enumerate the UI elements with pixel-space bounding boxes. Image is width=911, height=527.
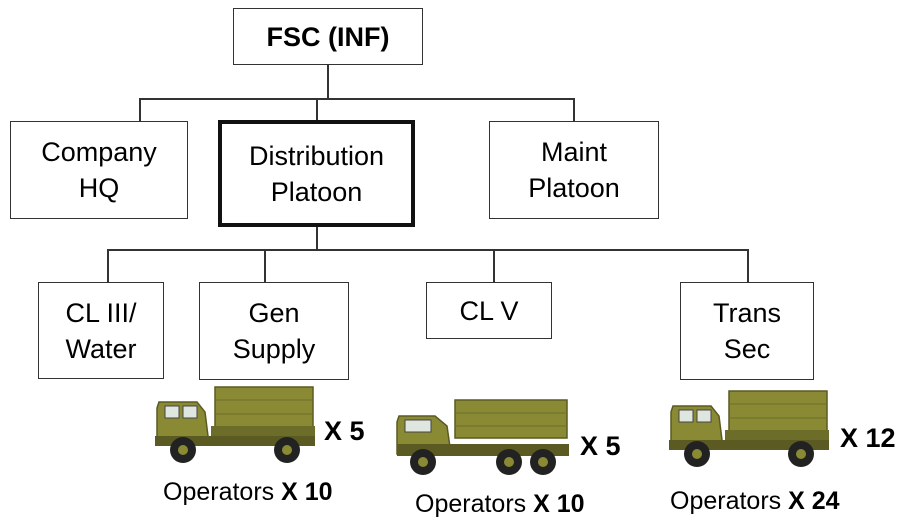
connector-level1-bar [139,98,575,100]
connector-level2-bar [107,249,749,251]
node-label-line2: Water [65,333,137,364]
node-label-line1: Gen [248,298,300,328]
cargo-truck-6x6-icon [396,399,569,475]
node-trans-sec: Trans Sec [680,282,814,380]
connector-gen-supply [264,249,266,283]
cargo-truck-icon [669,390,829,467]
operators-label: Operators [415,490,527,518]
node-label-line2: Platoon [270,176,363,207]
node-distribution-platoon: Distribution Platoon [218,120,415,227]
node-cl5: CL V [426,282,552,339]
connector-root-down [327,64,329,99]
node-label-line1: CL V [459,295,519,326]
node-label-line2: HQ [78,173,120,203]
node-label-line1: Company [41,137,157,167]
node-cl3-water: CL III/ Water [38,282,164,379]
connector-cl3 [107,249,109,283]
node-label-line1: Trans [712,298,781,328]
vehicle-count-cl5: X 5 [580,431,621,461]
node-maint-platoon: Maint Platoon [489,121,659,219]
node-label-line1: CL III/ [65,297,137,328]
operators-number: X 10 [281,478,333,506]
cargo-truck-icon [155,386,315,463]
operators-count-gen-supply: Operators X 10 [163,478,333,507]
operators-number: X 24 [788,487,840,515]
operators-count-cl5: Operators X 10 [415,490,585,519]
operators-label: Operators [670,487,782,515]
node-label-line1: Distribution [248,140,385,171]
connector-company-hq [139,98,141,122]
node-label-line2: Sec [723,334,771,364]
node-gen-supply: Gen Supply [199,282,349,380]
connector-trans-sec [747,249,749,283]
node-label-line2: Supply [232,334,316,364]
node-label-line1: Maint [540,137,608,167]
operators-number: X 10 [533,490,585,518]
connector-distribution-down [316,226,318,250]
connector-cl5 [493,249,495,283]
connector-maint [573,98,575,122]
node-label-line2: Platoon [528,173,620,203]
root-node-label: FSC (INF) [266,21,390,52]
root-node-fsc: FSC (INF) [233,8,423,65]
connector-distribution [316,98,318,122]
operators-label: Operators [163,478,275,506]
vehicle-count-trans-sec: X 12 [840,423,896,453]
operators-count-trans-sec: Operators X 24 [670,487,840,516]
node-company-hq: Company HQ [10,121,188,219]
vehicle-count-gen-supply: X 5 [324,416,365,446]
